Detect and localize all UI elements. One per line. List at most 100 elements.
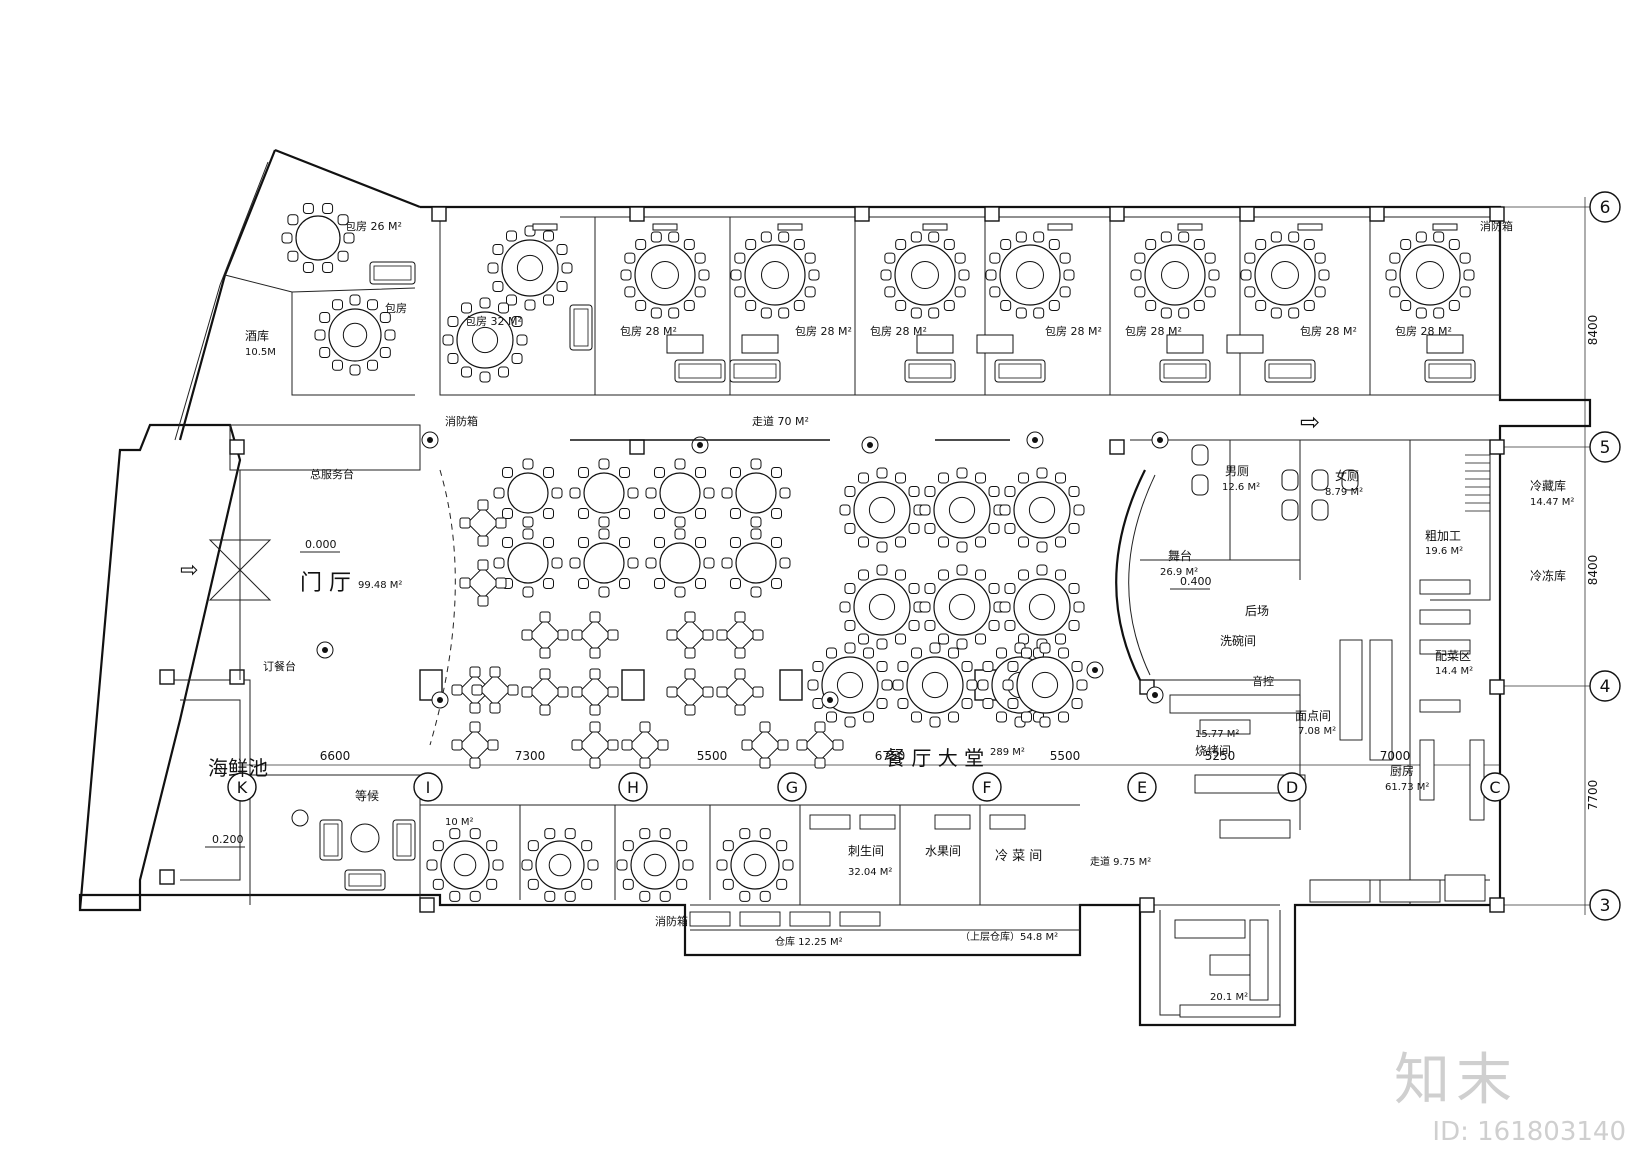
chair: [776, 878, 788, 890]
chair: [943, 299, 955, 311]
chair: [1389, 252, 1401, 264]
watermark-logo: 知末: [1394, 1048, 1518, 1113]
chair: [645, 487, 657, 499]
chair: [996, 711, 1007, 723]
chair: [281, 232, 293, 244]
label-women-wc: 女厕: [1335, 468, 1359, 483]
chair: [624, 286, 636, 298]
chair: [722, 840, 734, 852]
chair: [988, 583, 1000, 594]
chair: [911, 647, 922, 659]
counter: [1419, 579, 1471, 595]
chair: [1193, 299, 1205, 311]
round-table: [440, 840, 490, 890]
chair: [695, 578, 707, 590]
round-table: [1399, 244, 1461, 306]
chair: [975, 472, 986, 484]
chair: [349, 294, 361, 306]
chair: [511, 353, 523, 364]
chair: [639, 721, 651, 733]
chair: [449, 828, 461, 840]
chair: [653, 578, 665, 590]
chair: [622, 840, 634, 852]
chair: [807, 679, 819, 691]
chair: [624, 252, 636, 264]
chair: [1036, 541, 1048, 553]
chair: [826, 647, 837, 659]
chair: [1036, 564, 1048, 576]
chair: [432, 878, 444, 890]
round-table: [659, 472, 701, 514]
chair: [501, 536, 513, 548]
label-booking-desk: 订餐台: [263, 659, 296, 673]
chair: [521, 686, 533, 698]
chair: [977, 679, 989, 691]
chair: [1021, 711, 1032, 723]
chair: [924, 486, 936, 497]
chair: [539, 668, 551, 680]
chair: [908, 486, 920, 497]
grid-row-3: 3: [1600, 896, 1611, 916]
label-fire-box-3: 消防箱: [655, 914, 688, 928]
grid-bubbles: 6 5 4 3 K I H G F E D C: [227, 191, 1621, 921]
chair: [507, 684, 519, 696]
chair: [1004, 523, 1016, 534]
elevation-markers: 0.000 0.400 0.200: [205, 538, 1212, 848]
chair: [958, 269, 970, 281]
toilet: [1281, 499, 1299, 521]
sofa: [344, 869, 386, 891]
chair: [954, 286, 966, 298]
square-table: [748, 728, 782, 762]
chair: [928, 307, 940, 319]
chair: [1021, 647, 1032, 659]
chair: [314, 329, 326, 341]
chair: [1314, 286, 1326, 298]
chair: [551, 487, 563, 499]
counter: [1419, 639, 1471, 655]
chair: [684, 704, 696, 716]
dim-row-3: 7700: [1586, 780, 1600, 811]
chair: [911, 711, 922, 723]
plant-core: [1092, 667, 1098, 673]
chair: [1204, 286, 1216, 298]
label-stage: 舞台: [1168, 548, 1192, 563]
chair: [522, 516, 534, 528]
chair: [459, 577, 471, 589]
chair: [653, 536, 665, 548]
tv-unit: [922, 223, 948, 231]
chair: [1058, 711, 1069, 723]
plant-core: [827, 697, 833, 703]
counter: [989, 814, 1026, 830]
chair: [349, 364, 361, 376]
round-table: [630, 840, 680, 890]
chair: [469, 828, 481, 840]
chair: [844, 523, 856, 534]
label-rough-processing: 粗加工: [1425, 529, 1461, 543]
chair: [1448, 299, 1460, 311]
chair: [589, 611, 601, 623]
chair: [1178, 231, 1190, 243]
chair: [716, 859, 728, 871]
label-walkway: 走道 9.75 M²: [1090, 855, 1151, 868]
round-table-center: [911, 261, 939, 289]
chair: [839, 601, 851, 613]
chair: [620, 269, 632, 281]
chair: [1068, 620, 1080, 631]
chair: [557, 629, 569, 641]
dim-col-2: 7300: [515, 749, 546, 763]
chair: [961, 661, 973, 672]
chair: [543, 466, 555, 478]
square-table: [458, 728, 492, 762]
label-roast: 烧烤间: [1195, 743, 1231, 758]
chair: [863, 711, 874, 723]
chair: [551, 557, 563, 569]
label-private-room-5: 包房 28 M²: [1045, 325, 1102, 338]
label-reception: 总服务台: [310, 467, 354, 481]
chair: [1002, 679, 1014, 691]
side-table: [916, 334, 954, 354]
label-men-wc-area: 12.6 M²: [1222, 482, 1260, 493]
chair: [477, 535, 489, 547]
chair: [734, 704, 746, 716]
label-private-room-3: 包房 28 M²: [795, 325, 852, 338]
